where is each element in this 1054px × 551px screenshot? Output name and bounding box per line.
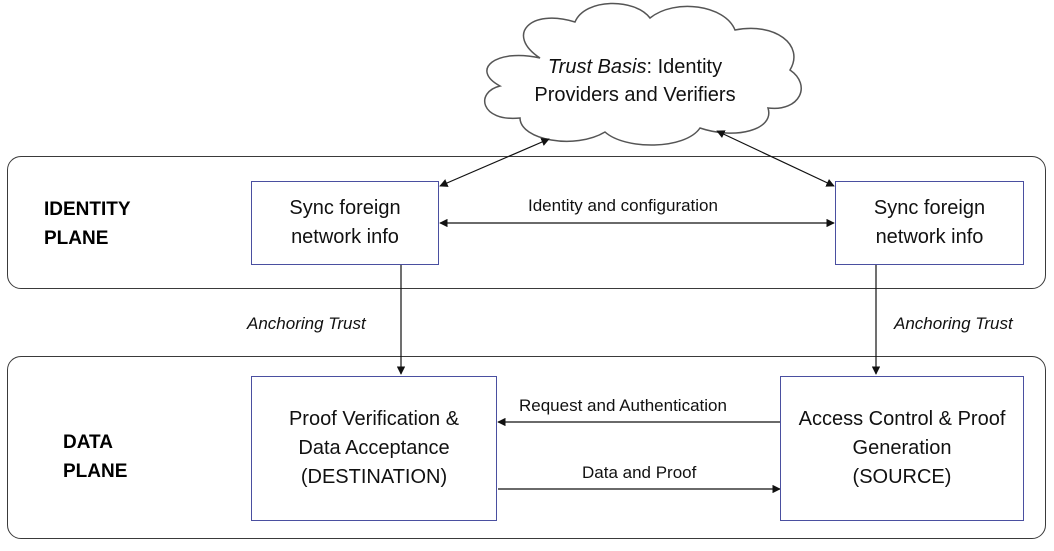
- edge-cloud-sync-left: [439, 138, 550, 187]
- edge-label-anchoring-right: Anchoring Trust: [894, 314, 1013, 333]
- sync-right-line1: Sync foreign: [873, 197, 986, 219]
- source-box: Access Control & Proof Generation (SOURC…: [780, 376, 1024, 521]
- identity-plane-label: IDENTITY PLANE: [44, 195, 131, 253]
- source-line2: Generation: [852, 437, 952, 459]
- sync-right-box: Sync foreign network info: [835, 181, 1024, 265]
- destination-line3: (DESTINATION): [300, 466, 448, 488]
- edge-cloud-sync-right: [716, 130, 835, 187]
- edge-label-request-auth: Request and Authentication: [519, 396, 727, 415]
- sync-left-line2: network info: [291, 226, 399, 248]
- data-plane-label-line1: DATA: [63, 432, 113, 453]
- destination-line2: Data Acceptance: [298, 437, 450, 459]
- sync-left-line1: Sync foreign: [289, 197, 401, 219]
- identity-plane-label-line2: PLANE: [44, 228, 109, 249]
- cloud-label-line2: Providers and Verifiers: [534, 84, 736, 106]
- destination-line1: Proof Verification &: [288, 408, 460, 430]
- trust-basis-cloud: [483, 2, 802, 146]
- sync-right-line2: network info: [875, 226, 984, 248]
- data-plane-label-line2: PLANE: [63, 461, 128, 482]
- source-line1: Access Control & Proof: [798, 408, 1006, 430]
- data-plane-label: DATA PLANE: [63, 428, 127, 486]
- destination-box: Proof Verification & Data Acceptance (DE…: [251, 376, 497, 521]
- source-line3: (SOURCE): [852, 466, 952, 488]
- cloud-label-rest: : Identity: [646, 56, 723, 78]
- edge-label-anchoring-left: Anchoring Trust: [247, 314, 366, 333]
- identity-plane-label-line1: IDENTITY: [44, 199, 131, 220]
- cloud-label-italic: Trust Basis: [547, 56, 647, 78]
- sync-left-box: Sync foreign network info: [251, 181, 439, 265]
- edge-label-identity-config: Identity and configuration: [528, 196, 718, 215]
- cloud-label-line1: Trust Basis: Identity: [500, 53, 770, 81]
- edge-label-data-proof: Data and Proof: [582, 463, 697, 482]
- cloud-label: Trust Basis: Identity Providers and Veri…: [500, 53, 770, 109]
